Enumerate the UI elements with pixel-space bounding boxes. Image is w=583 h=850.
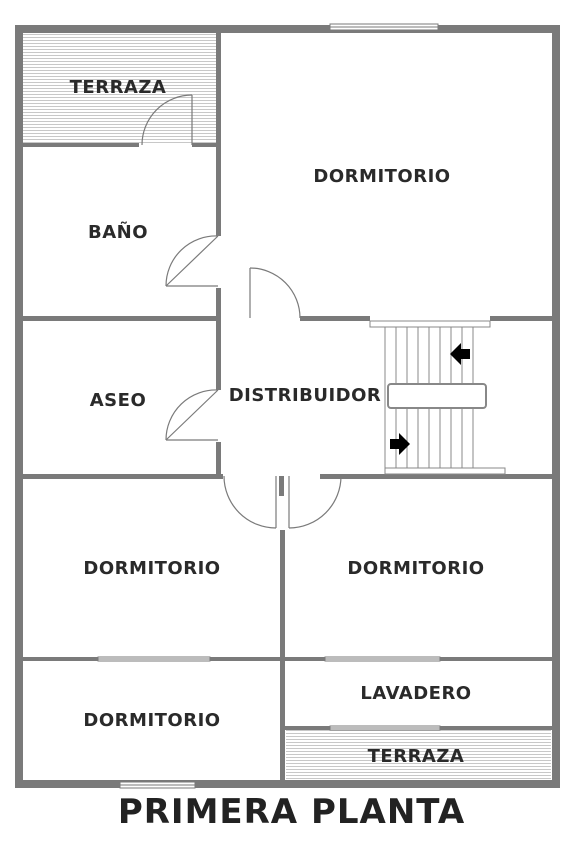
room-label-dormitorio-top: DORMITORIO [313, 166, 450, 187]
room-label-terraza-bottom: TERRAZA [368, 746, 465, 767]
room-label-dormitorio-left: DORMITORIO [83, 558, 220, 579]
room-label-terraza-top: TERRAZA [70, 77, 167, 98]
terrace-top-hatch [23, 33, 216, 145]
room-label-dormitorio-bottom: DORMITORIO [83, 710, 220, 731]
windows [97, 23, 441, 789]
room-label-lavadero: LAVADERO [360, 683, 471, 704]
room-label-distribuidor: DISTRIBUIDOR [229, 385, 382, 406]
room-label-aseo: ASEO [90, 390, 147, 411]
room-label-dormitorio-right: DORMITORIO [347, 558, 484, 579]
stairs-up-arrow-icon [450, 343, 470, 365]
staircase [369, 320, 506, 475]
terrace-bottom-hatch [286, 730, 551, 780]
interior-walls [23, 33, 552, 780]
plan-title: PRIMERA PLANTA [117, 792, 466, 832]
stairs-down-arrow-icon [390, 433, 410, 455]
outer-walls [15, 25, 560, 788]
room-label-bano: BAÑO [88, 220, 148, 243]
doors [141, 94, 342, 529]
